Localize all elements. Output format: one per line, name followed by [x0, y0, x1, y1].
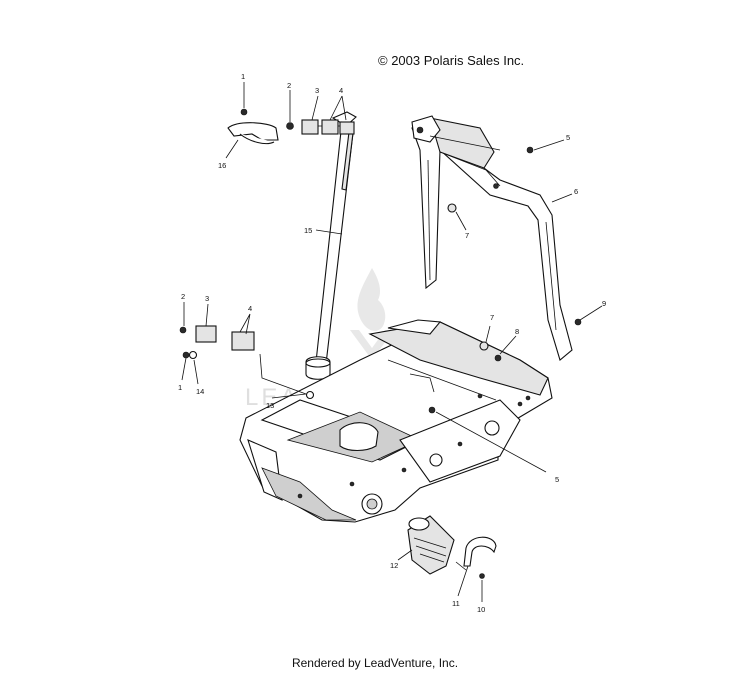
- callout-11: 11: [452, 599, 460, 608]
- callout-3-bottom: 3: [205, 294, 209, 303]
- upper-bushings: [286, 119, 355, 135]
- callout-6: 6: [574, 187, 578, 196]
- callout-3-top: 3: [315, 86, 319, 95]
- callout-9: 9: [602, 299, 606, 308]
- callout-8: 8: [515, 327, 519, 336]
- callout-4-bottom: 4: [248, 304, 252, 313]
- callout-2-bottom: 2: [181, 292, 185, 301]
- callout-14: 14: [196, 387, 204, 396]
- callout-1-bottom: 1: [178, 383, 182, 392]
- chassis-frame: [239, 319, 553, 523]
- callout-2-top: 2: [287, 81, 291, 90]
- roll-bar: [411, 115, 573, 361]
- lower-bushings: [179, 325, 255, 360]
- copyright-text: © 2003 Polaris Sales Inc.: [378, 53, 525, 68]
- callout-13: 13: [266, 401, 274, 410]
- callout-5-bottom: 5: [555, 475, 559, 484]
- callout-7-top: 7: [465, 231, 469, 240]
- leader-lines: [181, 82, 603, 602]
- fasteners: [305, 146, 582, 414]
- callout-16: 16: [218, 161, 226, 170]
- callout-5-top: 5: [566, 133, 570, 142]
- callout-4-top: 4: [339, 86, 343, 95]
- boot-clamp: [463, 536, 497, 579]
- footer-credit: Rendered by LeadVenture, Inc.: [291, 656, 459, 670]
- steering-post: [305, 111, 357, 380]
- callout-10: 10: [477, 605, 485, 614]
- steering-boot: [407, 515, 455, 575]
- callout-12: 12: [390, 561, 398, 570]
- callout-7-bottom: 7: [490, 313, 494, 322]
- callout-numbers: 1 2 3 4 5 6 7 16 15 2 3 4 1 14 13 7 8 9 …: [178, 72, 606, 614]
- callout-1-top: 1: [241, 72, 245, 81]
- handlebar-bracket: [227, 108, 279, 145]
- callout-15: 15: [304, 226, 312, 235]
